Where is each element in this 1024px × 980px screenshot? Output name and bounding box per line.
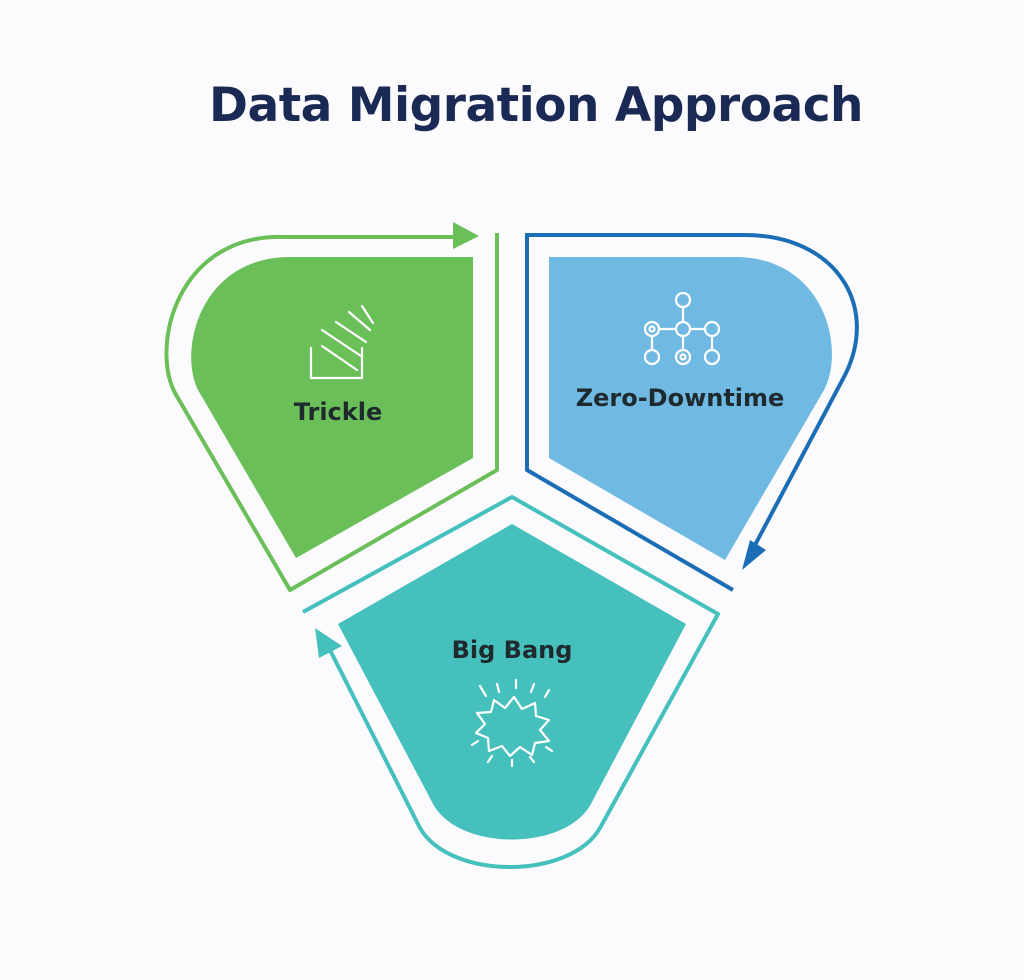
zero-downtime-shape [549,257,832,560]
big-bang-label: Big Bang [452,636,573,664]
trickle-arrowhead [453,222,479,249]
segment-trickle: Trickle [164,222,499,592]
explosion-icon [470,678,554,768]
diagram-title: Data Migration Approach [208,78,864,133]
trickle-icon [309,304,375,380]
trickle-label: Trickle [294,398,383,426]
network-nodes-icon [643,291,721,366]
big-bang-shape [338,524,686,840]
trickle-outline-arrow [164,233,499,592]
big-bang-arrowhead [315,628,342,658]
segment-big-bang: Big Bang [302,495,720,869]
zero-downtime-outline-arrow [525,233,859,592]
zero-downtime-arrowhead [742,540,766,570]
big-bang-outline-arrow [302,495,720,869]
segment-zero-downtime: Zero-Downtime [525,233,859,592]
zero-downtime-label: Zero-Downtime [576,384,785,412]
trickle-shape [191,257,473,558]
